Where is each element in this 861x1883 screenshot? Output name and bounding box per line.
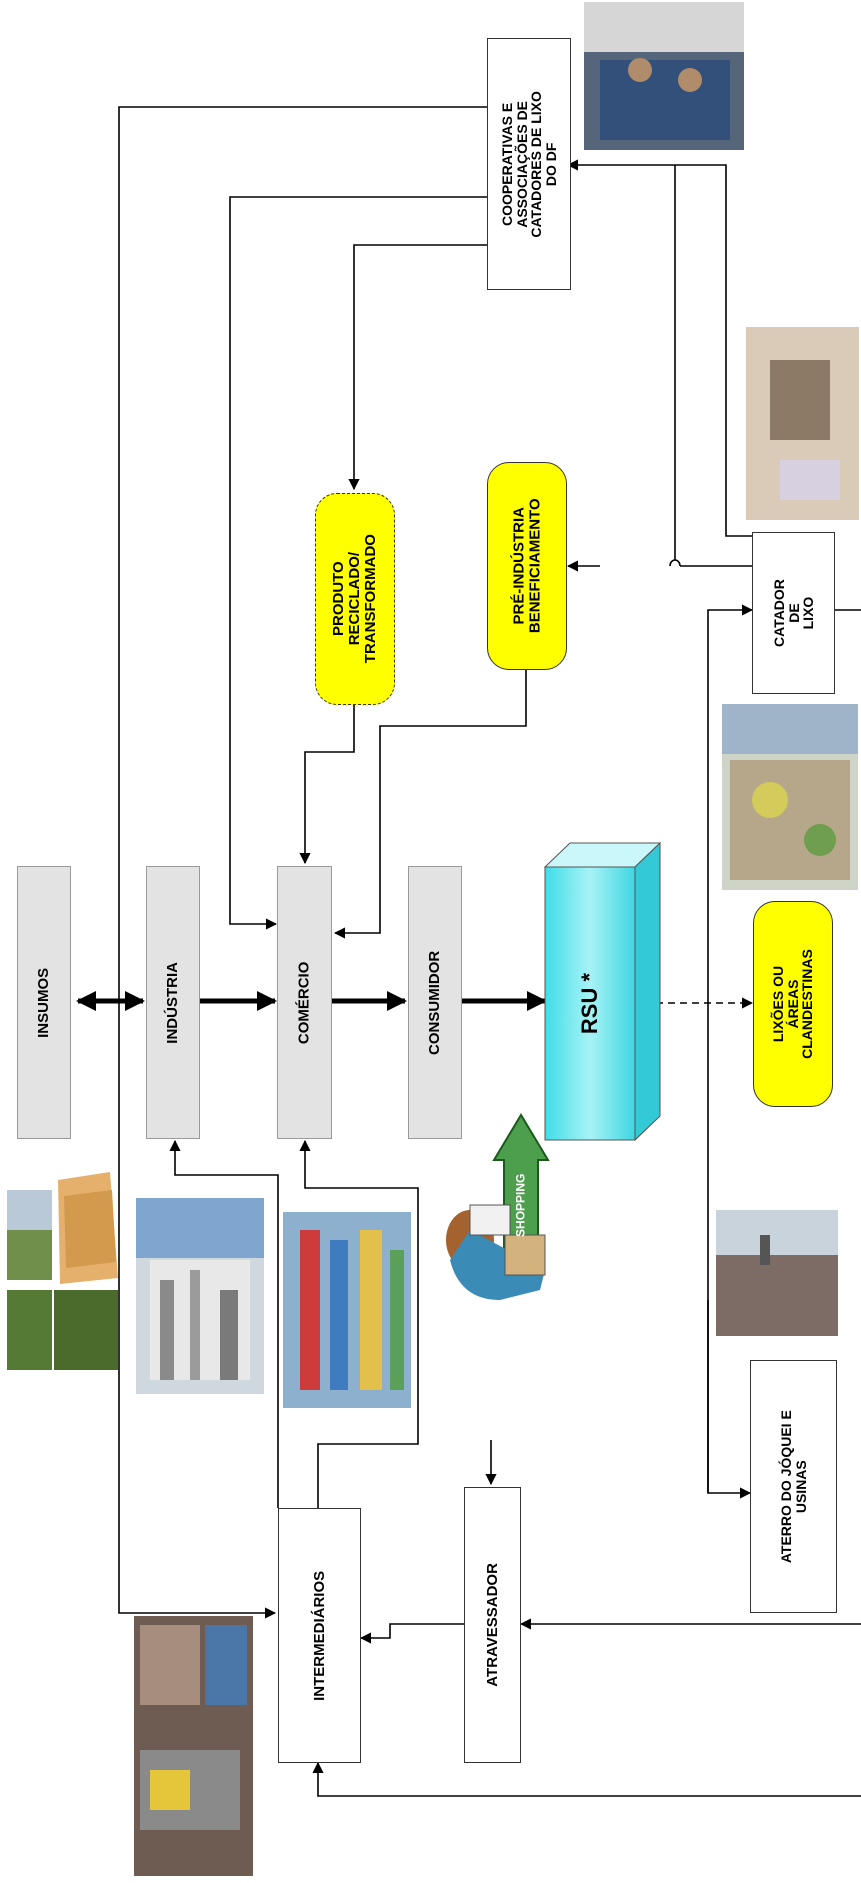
photo-aterro (716, 1210, 838, 1336)
box-intermediarios: INTERMEDIÁRIOS (278, 1508, 361, 1763)
photo-insumos (7, 1172, 118, 1370)
shopping-sign-text: SHOPPING (513, 1173, 528, 1237)
box-produto-reciclado: PRODUTO RECICLADO/ TRANSFORMADO (315, 493, 395, 705)
rsu-block (543, 841, 662, 1142)
connector-lines (118, 106, 861, 1797)
photo-comercio (283, 1212, 411, 1408)
box-pre-industria: PRÉ-INDÚSTRIA BENEFICIAMENTO (487, 462, 567, 670)
photo-cooperativas (584, 2, 744, 150)
box-atravessador: ATRAVESSADOR (464, 1487, 521, 1763)
box-catador: CATADOR DE LIXO (752, 532, 835, 694)
shopping-illustration (446, 1113, 550, 1300)
box-aterro: ATERRO DO JÓQUEI E USINAS (750, 1360, 837, 1613)
box-comercio: COMÉRCIO (277, 866, 332, 1139)
box-rsu: RSU * (577, 972, 603, 1035)
box-cooperativas: COOPERATIVAS E ASSOCIAÇÕES DE CATADORES … (487, 38, 571, 290)
photo-lixoes (722, 704, 858, 890)
photo-intermediarios (134, 1616, 253, 1876)
box-lixoes: LIXÕES OU ÁREAS CLANDESTINAS (753, 901, 833, 1107)
photo-catador (746, 327, 859, 520)
box-consumidor: CONSUMIDOR (408, 866, 462, 1139)
box-industria: INDÚSTRIA (146, 866, 200, 1139)
box-insumos: INSUMOS (17, 866, 71, 1139)
photo-industria (136, 1198, 264, 1394)
